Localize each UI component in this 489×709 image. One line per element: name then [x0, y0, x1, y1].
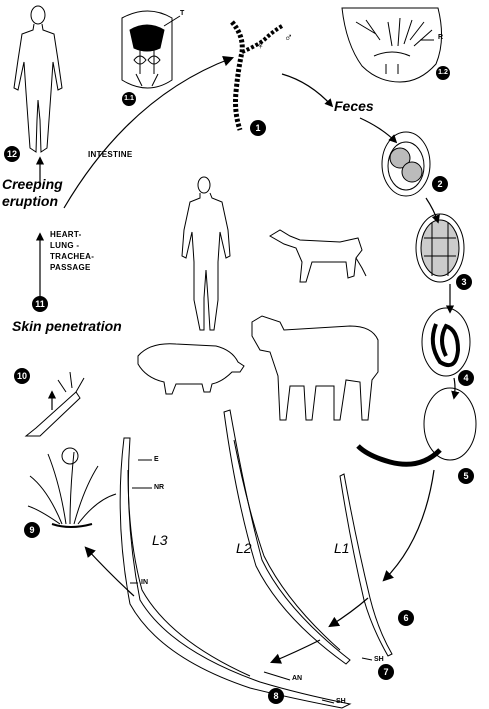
- stage-badge-2: 2: [432, 176, 448, 192]
- intestine-label: INTESTINE: [88, 150, 133, 159]
- in-label: IN: [141, 579, 148, 586]
- heart-passage-line1: HEART-: [50, 230, 82, 239]
- nr-label: NR: [154, 484, 165, 491]
- heart-passage-line3: TRACHEA-: [50, 252, 95, 261]
- heart-passage-line4: PASSAGE: [50, 263, 91, 272]
- stage-badge-1-1: 1.1: [122, 92, 136, 106]
- pig-host: [137, 343, 245, 395]
- stage-badge-5: 5: [458, 468, 474, 484]
- r-label: R: [438, 34, 444, 41]
- egg-two-cell: [381, 131, 431, 197]
- creeping-label-line2: eruption: [2, 193, 58, 209]
- stage-badge-3: 3: [456, 274, 472, 290]
- stage-badge-10: 10: [14, 368, 30, 384]
- feces-label: Feces: [334, 98, 374, 114]
- adult-worms: [230, 20, 284, 131]
- cross-section-detail: [341, 7, 442, 83]
- male-symbol: ♂: [284, 30, 293, 44]
- an-label: AN: [292, 675, 303, 682]
- l1-label: L1: [334, 540, 350, 556]
- heart-passage-line2: LUNG -: [50, 241, 80, 250]
- egg-morula: [415, 213, 465, 283]
- stage-badge-6: 6: [398, 610, 414, 626]
- skin-penetration-label: Skin penetration: [12, 318, 122, 334]
- stage-badge-9: 9: [24, 522, 40, 538]
- egg-embryonated: [421, 307, 471, 377]
- larva-l1: [339, 473, 393, 657]
- hatching-larva: [356, 387, 477, 467]
- pharynx-detail: [121, 10, 173, 89]
- l3-label: L3: [152, 532, 168, 548]
- grass-tuft: [27, 447, 117, 528]
- stage-badge-1-2: 1.2: [436, 66, 450, 80]
- grass-blade-detail: [24, 371, 85, 437]
- larva-l3: [119, 437, 352, 709]
- l2-label: L2: [236, 540, 252, 556]
- pointer-lines: [130, 15, 434, 704]
- cycle-arrows: [35, 55, 460, 664]
- dog-host: [269, 229, 367, 283]
- stage-badge-7: 7: [378, 664, 394, 680]
- creeping-label-line1: Creeping: [2, 176, 63, 192]
- sh-label-l3: SH: [336, 698, 346, 705]
- stage-badge-8: 8: [268, 688, 284, 704]
- human-host: [181, 176, 231, 331]
- cow-host: [251, 315, 379, 421]
- t-label: T: [180, 10, 185, 17]
- stage-badge-1: 1: [250, 120, 266, 136]
- e-label: E: [154, 456, 159, 463]
- stage-badge-11: 11: [32, 296, 48, 312]
- larva-l2: [223, 409, 351, 665]
- female-symbol: ♀: [256, 38, 265, 52]
- stage-badge-4: 4: [458, 370, 474, 386]
- human-figure-infected: [13, 5, 63, 153]
- stage-badge-12: 12: [4, 146, 20, 162]
- sh-label-l1: SH: [374, 656, 384, 663]
